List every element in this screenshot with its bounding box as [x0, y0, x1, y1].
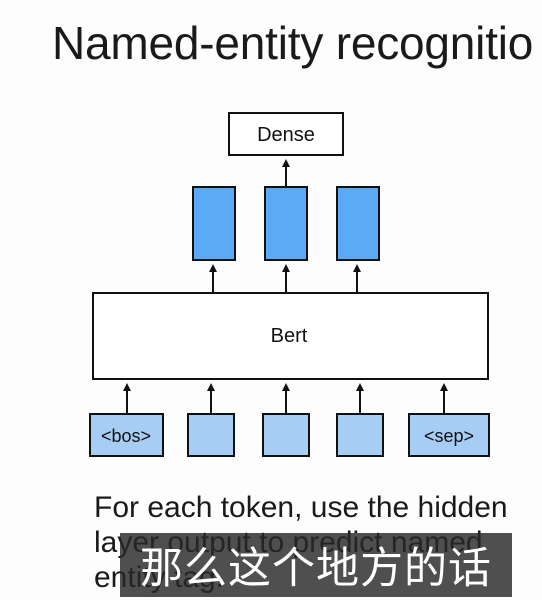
video-subtitle-text: 那么这个地方的话 [140, 544, 492, 594]
slide-title: Named-entity recognitio [52, 17, 534, 69]
input-token-label-bos: <bos> [101, 426, 151, 446]
input-token-bos: <bos> [89, 413, 164, 457]
input-token-label-sep: <sep> [424, 426, 474, 446]
dense-layer: Dense [228, 112, 344, 156]
ner-diagram: Dense Bert <bos> <se [89, 112, 490, 457]
input-token-3 [262, 413, 310, 457]
video-subtitle: 那么这个地方的话 [120, 533, 512, 597]
bert-model: Bert [92, 292, 489, 380]
output-vector-3 [336, 186, 380, 261]
input-token-2 [187, 413, 235, 457]
input-token-4 [336, 413, 384, 457]
bert-label: Bert [271, 325, 308, 347]
output-vector-1 [192, 186, 236, 261]
output-vector-2 [264, 186, 308, 261]
input-token-sep: <sep> [408, 413, 490, 457]
dense-label: Dense [257, 124, 315, 146]
